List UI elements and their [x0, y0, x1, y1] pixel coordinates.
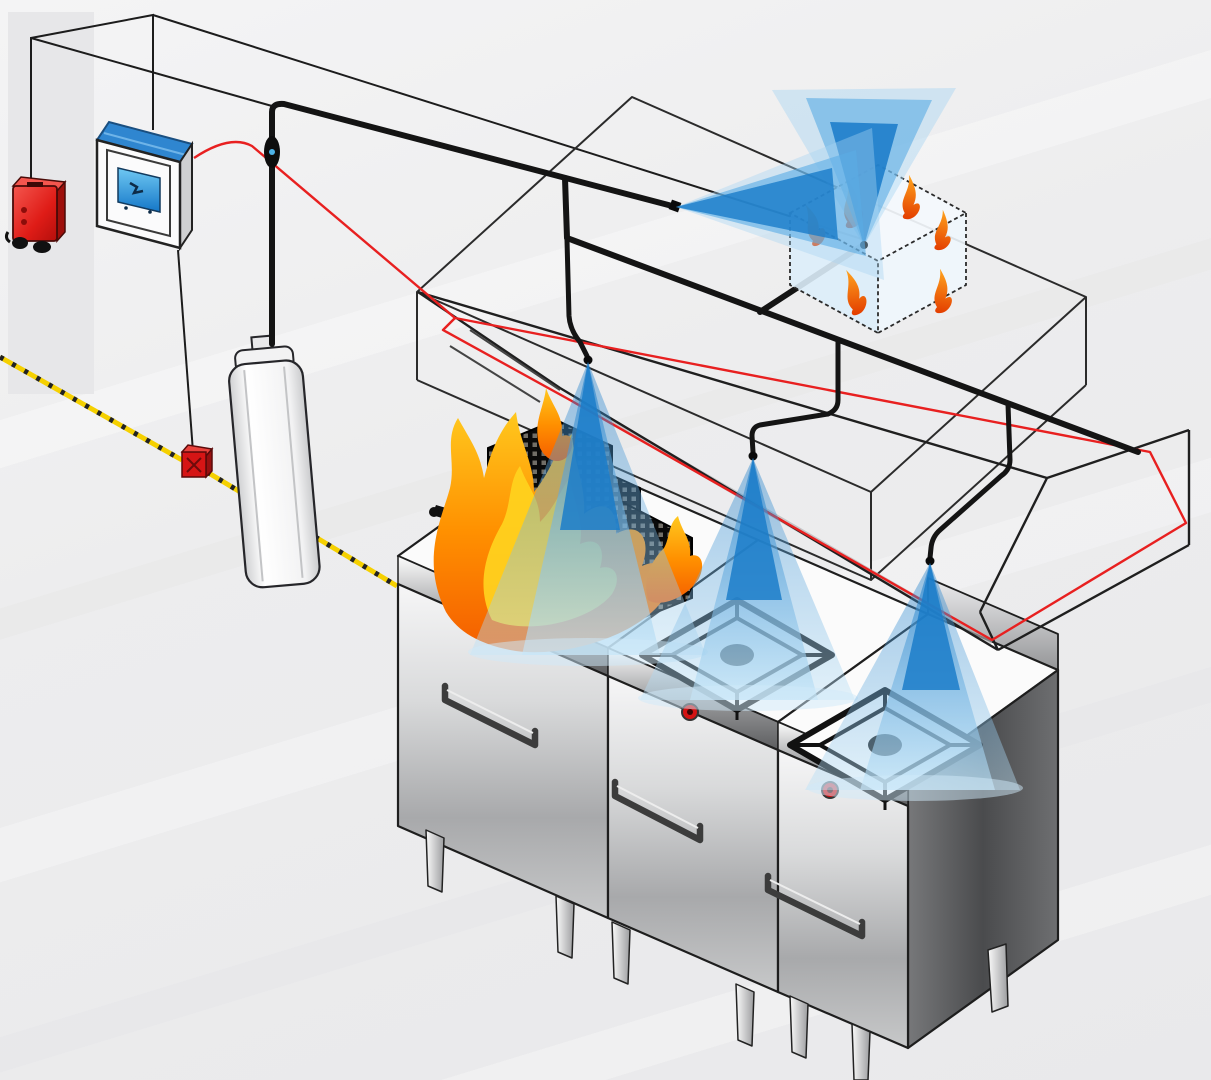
- bell-gong: [12, 237, 28, 249]
- drawer-handle: [764, 872, 866, 940]
- spray-nozzle: [925, 556, 935, 566]
- control-panel: [95, 120, 194, 252]
- agent-cylinder: [228, 334, 321, 589]
- leg: [611, 921, 631, 985]
- drawer-handle: [611, 778, 704, 844]
- corner-pulley: [180, 444, 214, 479]
- leg: [851, 1023, 871, 1080]
- leg: [425, 829, 445, 893]
- spray-nozzle: [748, 451, 758, 461]
- drawer-handle: [441, 682, 539, 749]
- alarm-bell: [4, 176, 67, 253]
- leg: [789, 995, 809, 1059]
- plenum-nozzle: [668, 199, 682, 213]
- leg: [555, 895, 575, 959]
- duct-side-spray-icon: [676, 128, 884, 280]
- leg: [735, 983, 755, 1047]
- panel-screen: [117, 167, 161, 213]
- spray-nozzle: [583, 355, 593, 365]
- spray-cone-right: [805, 563, 1023, 801]
- spray-cones: [468, 362, 1023, 801]
- spray-cone-left: [468, 362, 708, 666]
- duct-box: [676, 88, 968, 335]
- plenum-slab: [416, 96, 1087, 581]
- spray-cone-middle: [638, 458, 858, 711]
- leg: [987, 943, 1009, 1013]
- detection-line: [193, 140, 1188, 642]
